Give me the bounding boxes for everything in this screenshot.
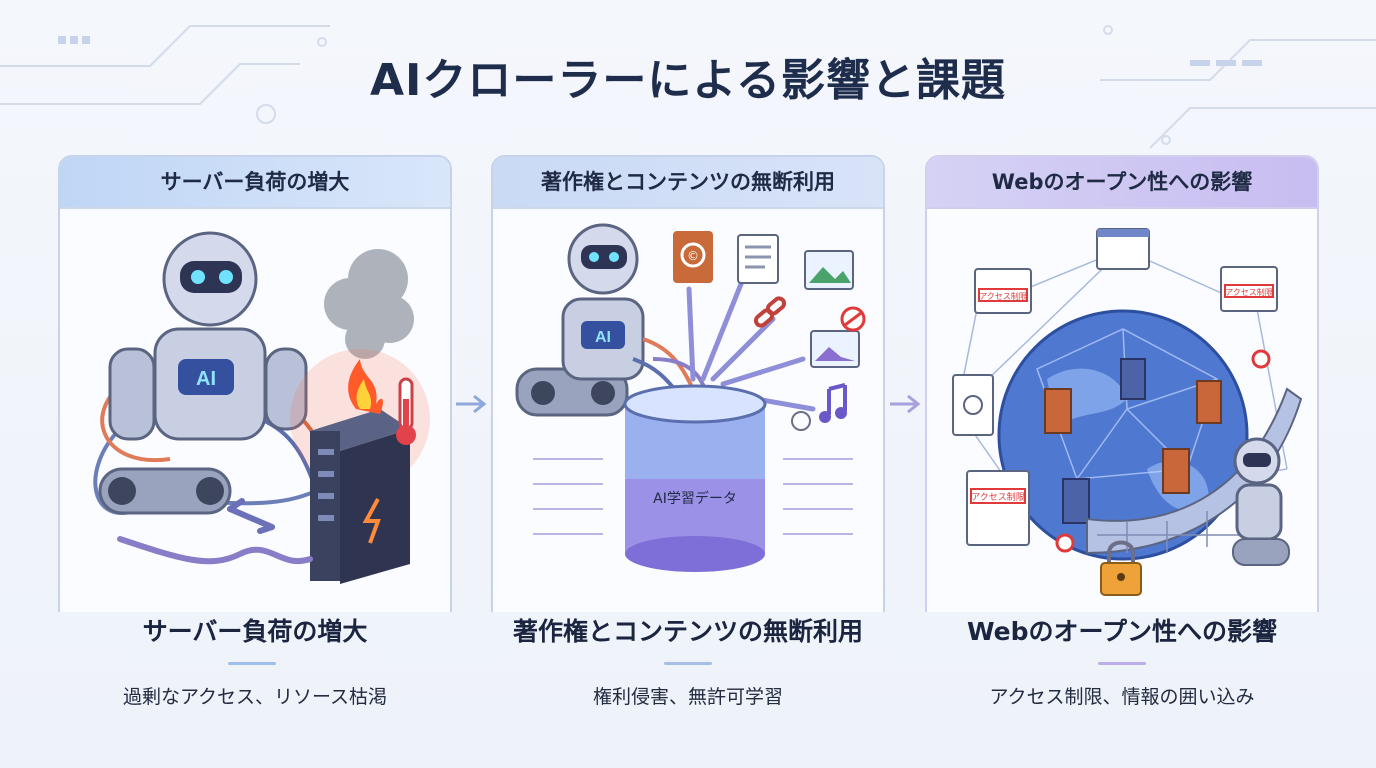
robot-icon: AI [515, 223, 645, 417]
flow-arrow-icon [890, 394, 921, 414]
svg-text:©: © [687, 249, 699, 263]
flow-arrow-icon [456, 394, 487, 414]
panel-header-copyright: 著作権とコンテンツの無断利用 [493, 157, 883, 209]
copyright-illustration: AI AI学習データ © [515, 223, 866, 572]
panel-header-web-openness: Webのオープン性への影響 [927, 157, 1317, 209]
panel-description-copyright: 権利侵害、無許可学習 [592, 686, 783, 708]
copyright-book-icon: © [673, 231, 713, 283]
panel-description-web-openness: アクセス制限、情報の囲い込み [989, 686, 1255, 708]
fire-icon [348, 359, 383, 414]
panel-label-server-load: サーバー負荷の増大 [58, 612, 452, 648]
panel-copyright: 著作権とコンテンツの無断利用 AI [491, 155, 885, 629]
server-icon [310, 409, 410, 584]
music-icon [791, 383, 847, 431]
label-underline [1098, 662, 1146, 665]
page-title: AIクローラーによる影響と課題 [369, 55, 1007, 106]
circuit-decoration [0, 25, 1376, 149]
label-underline [228, 662, 276, 665]
browser-window-icon: アクセス制限 アクセス制限 アクセス制限 [952, 228, 1278, 546]
panel-header-server-load: サーバー負荷の増大 [60, 157, 450, 209]
blocked-icon [1251, 349, 1271, 369]
smoke-icon [324, 249, 414, 359]
panel-label-copyright: 著作権とコンテンツの無断利用 [491, 612, 885, 648]
door-icon [1044, 358, 1222, 524]
web-openness-illustration: アクセス制限 アクセス制限 アクセス制限 [952, 228, 1303, 596]
globe-icon [997, 309, 1249, 561]
link-icon [753, 296, 787, 328]
blocked-icon [1055, 533, 1075, 553]
panel-description-server-load: 過剰なアクセス、リソース枯渇 [122, 686, 388, 708]
label-underline [664, 662, 712, 665]
server-load-illustration: AI [93, 231, 430, 584]
restricted-label: アクセス制限 [971, 491, 1025, 503]
database-icon: AI学習データ [623, 384, 767, 572]
panel-label-web-openness: Webのオープン性への影響 [925, 612, 1319, 648]
robot-ai-badge: AI [196, 368, 216, 390]
restricted-label: アクセス制限 [979, 291, 1027, 301]
restricted-label: アクセス制限 [1225, 287, 1273, 297]
robot-icon: AI [98, 231, 308, 515]
document-icon [737, 234, 779, 284]
database-label: AI学習データ [653, 490, 737, 507]
robot-icon [1232, 437, 1290, 566]
panel-web-openness: Webのオープン性への影響 [925, 155, 1319, 629]
robot-ai-badge: AI [595, 329, 611, 346]
image-icon [804, 250, 854, 290]
panel-server-load: サーバー負荷の増大 AI [58, 155, 452, 629]
image-icon [810, 306, 866, 368]
padlock-icon [1100, 540, 1142, 596]
thermometer-icon [396, 377, 416, 445]
